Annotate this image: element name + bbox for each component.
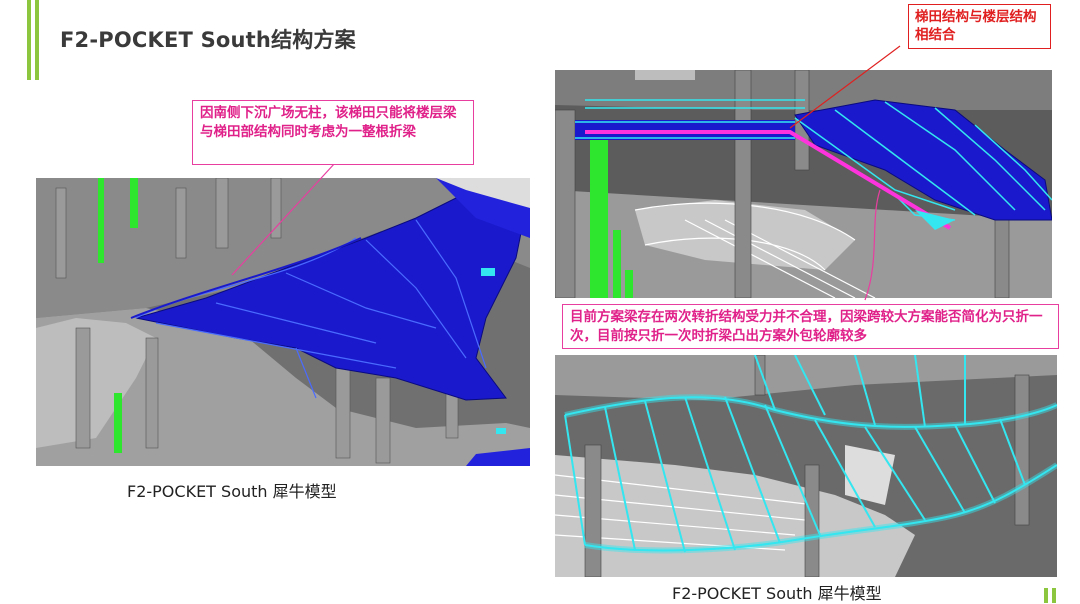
middle-right-note-callout: 目前方案梁存在两次转折结构受力并不合理，因梁跨较大方案能否简化为只折一次，目前按… [562, 304, 1059, 349]
left-model-caption: F2-POCKET South 犀牛模型 [127, 482, 337, 501]
slide-title: F2-POCKET South结构方案 [60, 28, 356, 52]
accent-bar-left-2 [35, 0, 39, 80]
right-top-model-image [555, 70, 1052, 298]
accent-bar-bottom-1 [1044, 588, 1048, 603]
left-note-callout: 因南侧下沉广场无柱，该梯田只能将楼层梁与梯田部结构同时考虑为一整根折梁 [192, 100, 474, 165]
right-model-caption: F2-POCKET South 犀牛模型 [672, 584, 882, 603]
right-bottom-model-image [555, 355, 1057, 577]
accent-bar-bottom-2 [1052, 588, 1056, 603]
accent-bar-left-1 [27, 0, 31, 80]
left-model-image [36, 178, 530, 466]
top-right-note-callout: 梯田结构与楼层结构相结合 [908, 4, 1051, 49]
